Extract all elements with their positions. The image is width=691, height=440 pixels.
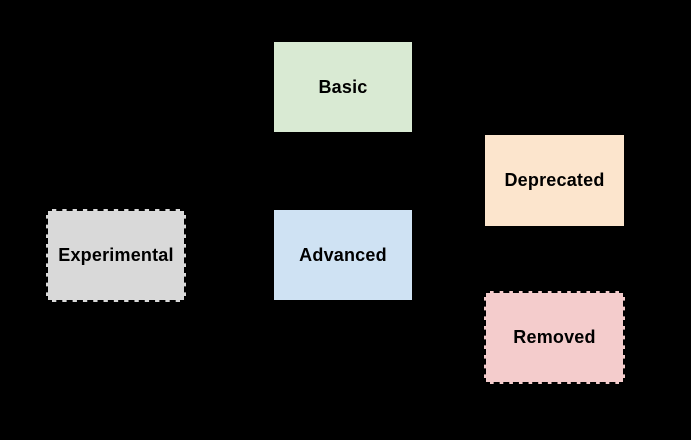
node-deprecated: Deprecated xyxy=(484,134,625,227)
node-deprecated-label: Deprecated xyxy=(504,170,605,190)
node-basic: Basic xyxy=(273,41,413,133)
node-advanced-label: Advanced xyxy=(299,244,387,265)
node-basic-label: Basic xyxy=(318,76,368,97)
node-removed-label: Removed xyxy=(513,327,596,347)
node-removed: Removed xyxy=(484,291,625,384)
node-advanced: Advanced xyxy=(273,209,413,301)
node-experimental: Experimental xyxy=(46,209,186,302)
node-experimental-label: Experimental xyxy=(58,245,174,265)
